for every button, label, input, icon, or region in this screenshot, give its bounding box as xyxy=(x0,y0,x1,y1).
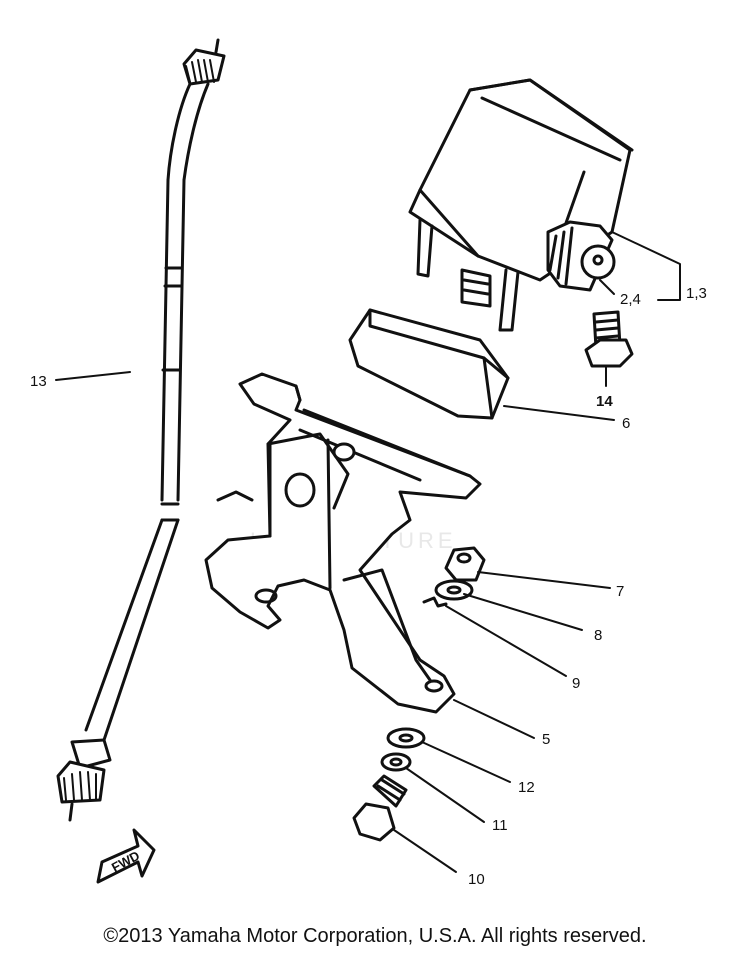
callout-12: 12 xyxy=(518,779,535,796)
bolt-10 xyxy=(352,774,408,842)
fwd-arrow-icon xyxy=(96,828,156,884)
callout-11: 11 xyxy=(492,817,508,834)
copyright-notice: ©2013 Yamaha Motor Corporation, U.S.A. A… xyxy=(103,925,647,947)
callout-8: 8 xyxy=(594,627,602,644)
callout-14: 14 xyxy=(596,393,613,410)
grommet-7 xyxy=(444,546,486,582)
fwd-label: FWD xyxy=(109,848,142,875)
bolt-14 xyxy=(584,310,634,368)
callout-7: 7 xyxy=(616,583,624,600)
callout-9: 9 xyxy=(572,675,580,692)
callout-10: 10 xyxy=(468,871,485,888)
callout-6: 6 xyxy=(622,415,630,432)
lock-washer-11 xyxy=(380,752,412,772)
leader-lines xyxy=(55,231,681,873)
callout-13: 13 xyxy=(30,373,47,390)
cushion-6 xyxy=(348,308,510,420)
clip-9 xyxy=(422,596,448,608)
washer-8 xyxy=(434,579,474,601)
washer-12 xyxy=(386,727,426,749)
speedometer-body xyxy=(408,78,634,332)
meter-bracket-5 xyxy=(204,372,482,714)
speedometer-cable xyxy=(56,38,226,822)
callout-5: 5 xyxy=(542,731,550,748)
callout-2-4: 2,4 xyxy=(620,291,641,308)
callout-1-3: 1,3 xyxy=(686,285,707,302)
